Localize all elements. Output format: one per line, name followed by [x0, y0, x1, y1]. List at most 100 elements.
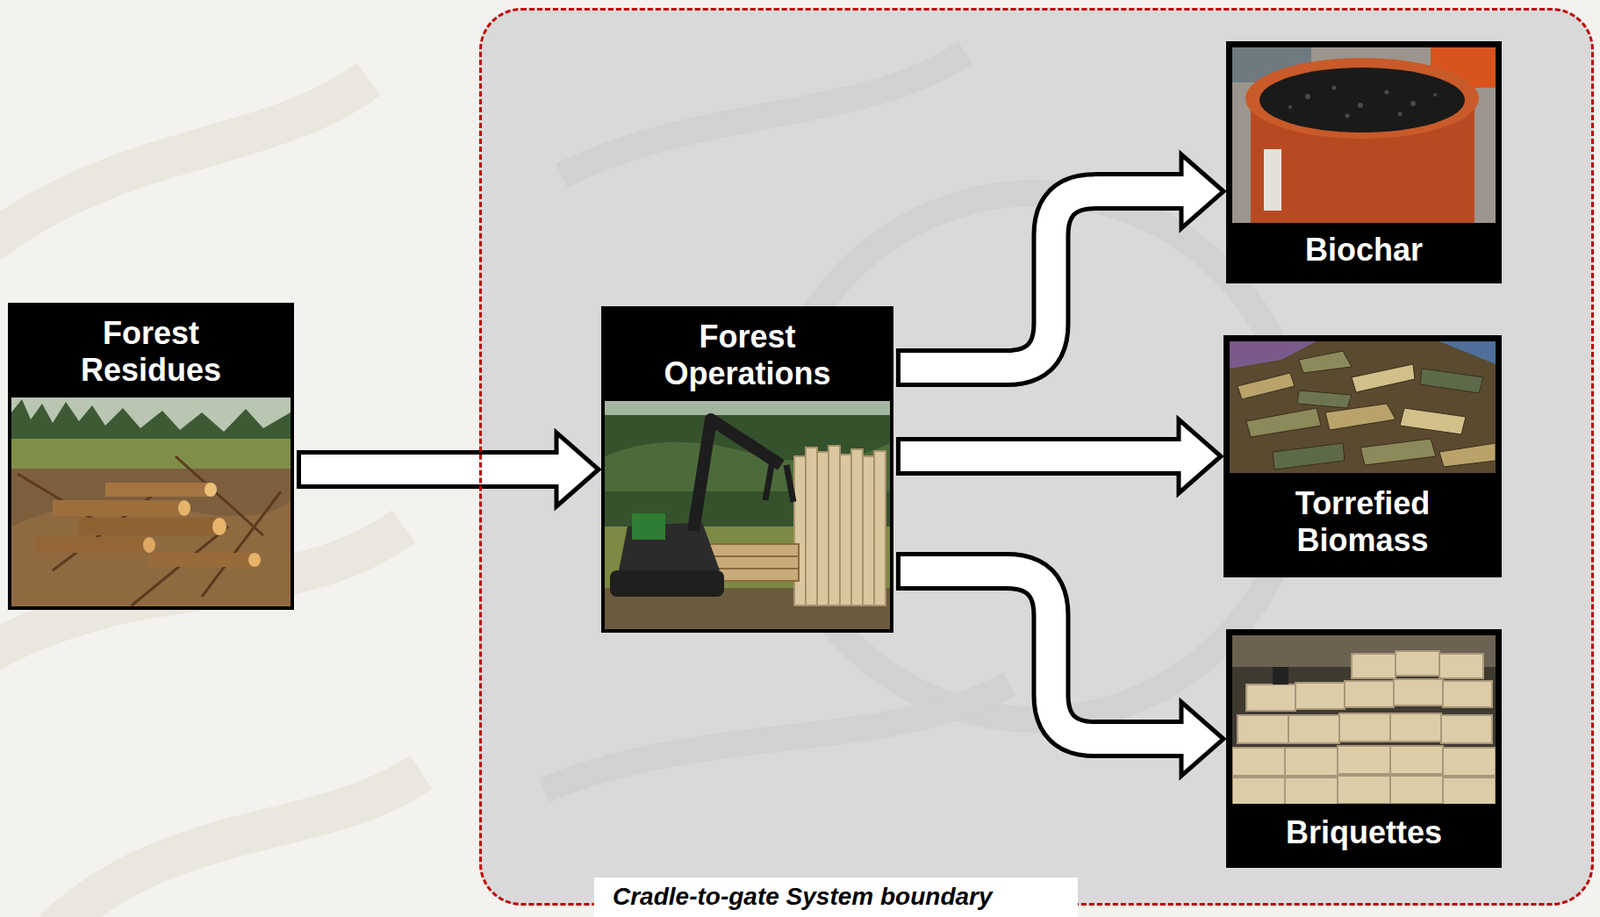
pole: [839, 454, 852, 606]
grain: [1332, 86, 1337, 91]
log: [78, 517, 220, 536]
box-label: Biochar: [1305, 231, 1423, 269]
tool: [1272, 667, 1289, 685]
chip: [1298, 351, 1352, 374]
chips: [1237, 351, 1496, 470]
briquette: [1390, 713, 1442, 742]
briquette: [1339, 713, 1391, 742]
briquette: [1246, 684, 1296, 711]
grain: [1410, 100, 1416, 107]
log: [105, 482, 211, 497]
briquette: [1344, 681, 1394, 708]
pole: [851, 449, 863, 606]
grain: [1398, 112, 1403, 117]
box-label: Forest Residues: [63, 315, 239, 390]
briquette: [1232, 747, 1285, 776]
caption-box: Cradle-to-gate System boundary: [594, 877, 1078, 917]
log-end: [248, 552, 261, 567]
briquette: [1442, 747, 1496, 776]
log-end: [178, 500, 191, 517]
system-boundary: Cradle-to-gate System boundaryForest Ope…: [479, 7, 1594, 906]
briquette: [1237, 715, 1289, 744]
chip: [1297, 390, 1352, 409]
briquette: [1284, 777, 1338, 804]
arrow-fill: [900, 191, 1185, 368]
arrow-head: [1181, 702, 1224, 776]
label-band: Briquettes: [1232, 803, 1496, 862]
briquette: [1288, 715, 1340, 744]
photo-window: [604, 401, 890, 630]
grapple: [765, 460, 794, 503]
block-arrow: [896, 419, 1221, 494]
chip: [1325, 403, 1396, 431]
ground: [11, 397, 291, 607]
chip: [1420, 368, 1484, 394]
arrow-fill: [900, 441, 1183, 472]
briquette: [1295, 682, 1345, 710]
briquette: [1393, 679, 1443, 706]
swirl: [0, 78, 369, 264]
briquette: [1337, 746, 1391, 775]
log: [52, 500, 185, 517]
biochar-photo: [1232, 47, 1496, 223]
pole: [805, 447, 818, 606]
char: [1259, 67, 1465, 133]
box-label: Forest Operations: [655, 318, 840, 394]
log-end: [212, 517, 227, 536]
briquette: [1442, 777, 1496, 804]
photo-window: [1232, 47, 1496, 223]
block-arrow: [296, 432, 599, 507]
swirl: [52, 772, 422, 917]
label-band: Forest Residues: [11, 306, 291, 398]
log: [35, 537, 150, 553]
photo-window: [11, 397, 291, 607]
arrow-fill: [301, 454, 560, 485]
briquette: [1442, 681, 1493, 708]
char-grains: [1288, 86, 1437, 119]
loader-cab: [631, 513, 666, 540]
process-box: Forest Operations: [601, 306, 894, 633]
chip: [1246, 408, 1321, 438]
log-end: [143, 537, 156, 553]
briquette: [1441, 715, 1493, 744]
label: [1263, 149, 1282, 211]
arrow-head: [1178, 419, 1221, 494]
pole: [874, 451, 886, 606]
branches: [17, 456, 281, 606]
briquette-stack: [1232, 651, 1496, 804]
grain: [1288, 105, 1292, 109]
torrefied-photo: [1229, 341, 1496, 474]
forest: [604, 401, 890, 630]
briquette: [1390, 746, 1443, 775]
chip: [1351, 364, 1415, 393]
briquette: [1337, 775, 1391, 804]
grain: [1357, 102, 1364, 108]
chip: [1360, 438, 1436, 466]
slash: [11, 500, 291, 607]
pole: [794, 456, 806, 606]
tracks: [609, 570, 725, 597]
swirl: [561, 52, 966, 176]
grass: [11, 438, 291, 469]
operations-photo: [604, 401, 890, 630]
chip: [1237, 373, 1295, 400]
label-band: Biochar: [1232, 222, 1496, 278]
box-label: Briquettes: [1285, 814, 1443, 852]
branch: [201, 491, 281, 597]
grain: [1345, 114, 1350, 119]
pole-pile: [794, 445, 886, 606]
chip: [1399, 408, 1466, 435]
swirl: [544, 684, 1010, 790]
boundary-swirl: [544, 52, 1299, 790]
briquette: [1439, 653, 1484, 679]
briquette: [1232, 777, 1285, 804]
briquette: [1395, 651, 1440, 676]
box-label: Torrefied Biomass: [1275, 485, 1451, 560]
boundary-fill: [479, 7, 1594, 906]
briquette: [1390, 775, 1443, 804]
pole: [862, 456, 875, 606]
grain: [1384, 90, 1390, 95]
process-box: Biochar: [1226, 41, 1502, 284]
chip: [1272, 443, 1345, 470]
